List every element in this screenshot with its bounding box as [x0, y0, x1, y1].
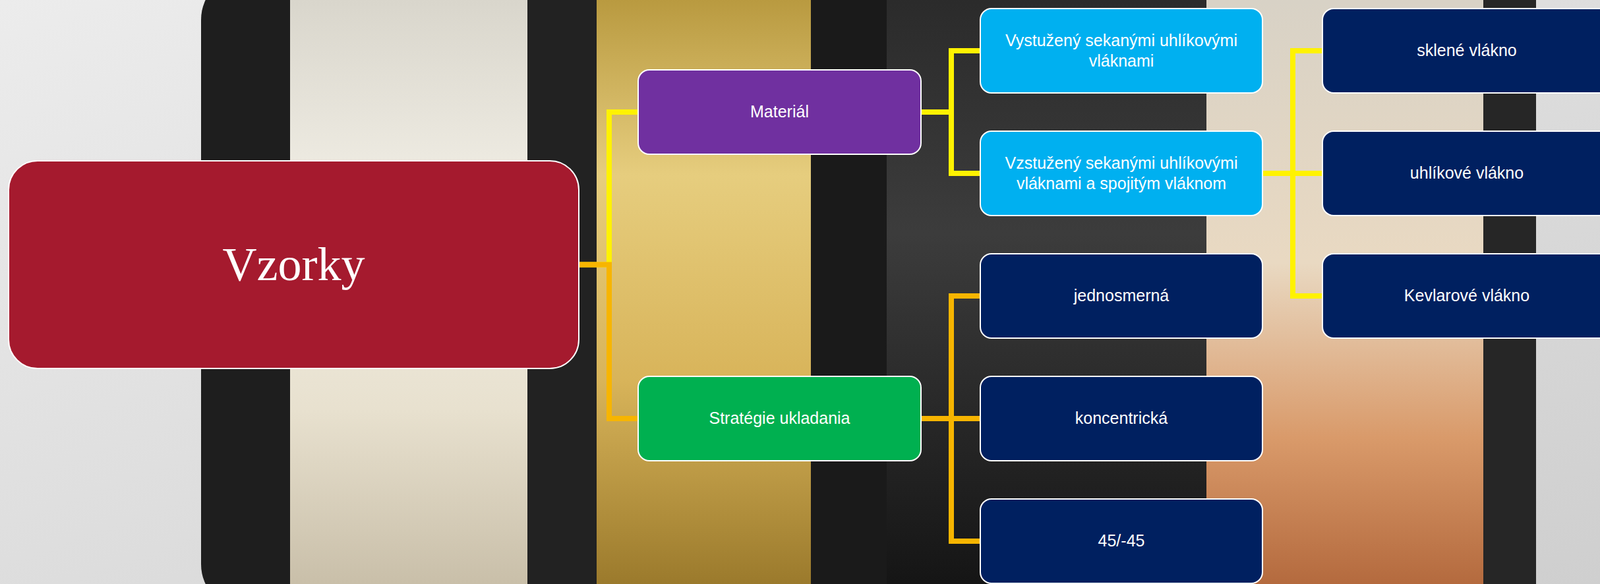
connector-line — [579, 265, 638, 420]
node-label: sklené vlákno — [1416, 40, 1517, 61]
connector-line — [1263, 50, 1322, 174]
node-label: koncentrická — [1075, 408, 1168, 429]
node-label: Materiál — [750, 101, 809, 122]
category-box: Materiál — [637, 69, 922, 155]
node-label: 45/-45 — [1098, 530, 1146, 552]
fiber-box: sklené vlákno — [1321, 7, 1600, 94]
node-label: Kevlarové vlákno — [1404, 285, 1530, 306]
node-label: uhlíkové vlákno — [1410, 162, 1524, 184]
material-box: Vystužený sekanými uhlíkovými vláknami — [979, 7, 1264, 94]
node-label: Vzstužený sekanými uhlíkovými vláknami a… — [995, 152, 1248, 195]
node-label: Vystužený sekanými uhlíkovými vláknami — [995, 30, 1248, 72]
connector-line — [921, 418, 980, 542]
connector-line — [921, 296, 980, 419]
connector-line — [921, 50, 980, 113]
connector-line — [921, 112, 980, 174]
fiber-box: Kevlarové vlákno — [1321, 253, 1600, 339]
category-box: Stratégie ukladania — [637, 375, 922, 462]
node-label: jednosmerná — [1073, 285, 1170, 306]
node-label: Stratégie ukladania — [708, 408, 850, 429]
root-box: Vzorky — [7, 160, 580, 370]
strategy-box: 45/-45 — [979, 498, 1264, 584]
node-label: Vzorky — [222, 238, 366, 291]
connector-line — [579, 112, 638, 266]
material-box: Vzstužený sekanými uhlíkovými vláknami a… — [979, 130, 1264, 217]
fiber-box: uhlíkové vlákno — [1321, 130, 1600, 217]
connector-line — [1263, 173, 1322, 297]
strategy-box: koncentrická — [979, 375, 1264, 462]
strategy-box: jednosmerná — [979, 253, 1264, 339]
